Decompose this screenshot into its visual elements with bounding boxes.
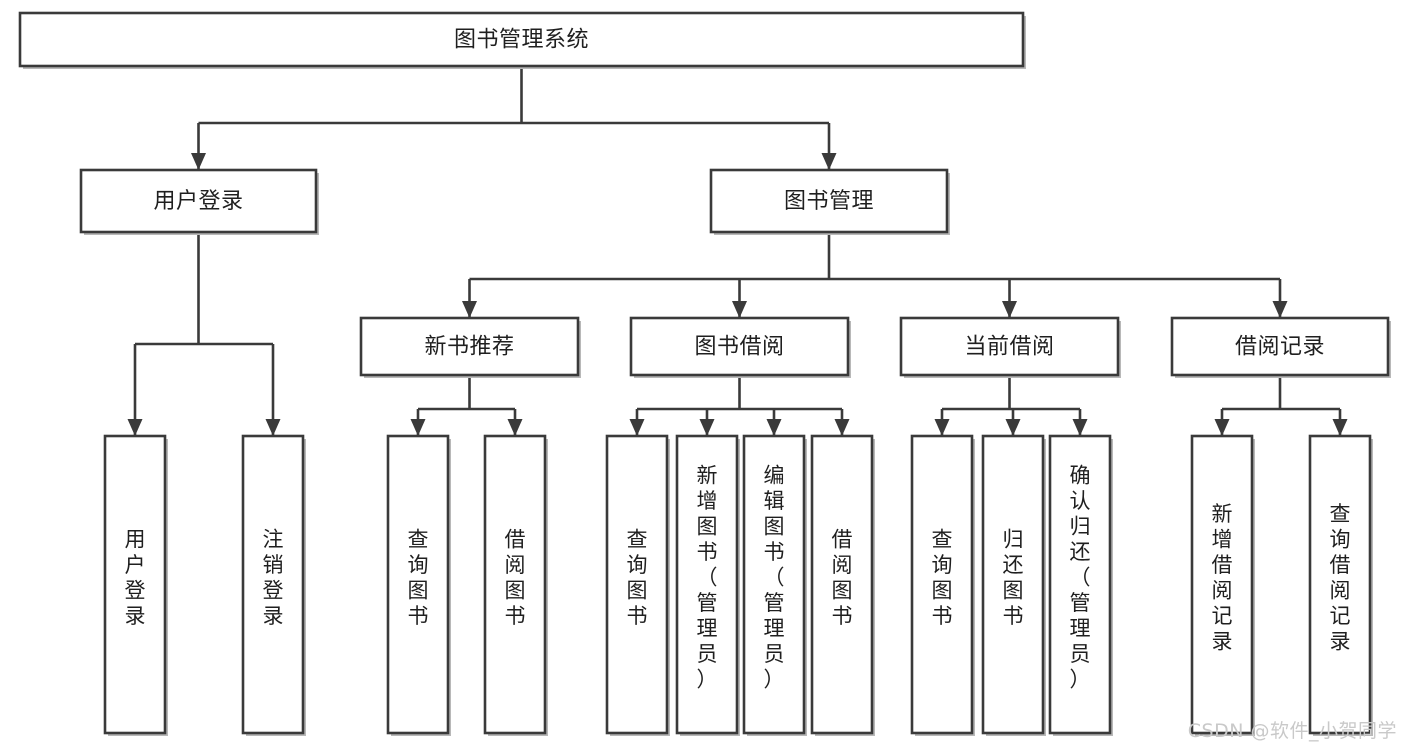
arrow-head-icon bbox=[934, 419, 950, 436]
node-box bbox=[629, 316, 850, 377]
node-current-borrow[interactable]: 当前借阅 bbox=[899, 316, 1121, 378]
node-label: 用户登录 bbox=[125, 527, 146, 628]
arrow-head-icon bbox=[1332, 419, 1348, 436]
edge-group-user-login bbox=[127, 232, 281, 436]
node-label: 查询图书 bbox=[408, 527, 429, 628]
node-box bbox=[810, 434, 874, 735]
edges-layer bbox=[127, 66, 1348, 436]
node-new-book-recommend[interactable]: 新书推荐 bbox=[359, 316, 581, 378]
node-label: 确认归还（管理员） bbox=[1070, 464, 1091, 692]
watermark-label: CSDN @软件_小贺同学 bbox=[1187, 720, 1397, 742]
node-leaf-return-book[interactable]: 归还图书 bbox=[981, 434, 1046, 736]
arrow-head-icon bbox=[821, 153, 837, 170]
node-box bbox=[386, 434, 450, 735]
node-user-login[interactable]: 用户登录 bbox=[79, 168, 319, 235]
arrow-head-icon bbox=[1005, 419, 1021, 436]
arrow-head-icon bbox=[127, 419, 143, 436]
node-label: 新增图书（管理员） bbox=[697, 464, 718, 692]
node-box bbox=[981, 434, 1045, 735]
node-box bbox=[675, 434, 739, 735]
node-label: 借阅图书 bbox=[505, 527, 526, 628]
arrow-head-icon bbox=[1072, 419, 1088, 436]
node-label: 图书管理 bbox=[784, 189, 874, 214]
arrow-head-icon bbox=[191, 153, 206, 170]
node-box bbox=[605, 434, 669, 735]
arrow-head-icon bbox=[410, 419, 426, 436]
node-label: 用户登录 bbox=[153, 189, 243, 214]
arrow-head-icon bbox=[766, 419, 782, 436]
node-leaf-query-borrow-record[interactable]: 查询借阅记录 bbox=[1308, 434, 1373, 736]
node-leaf-add-book-admin[interactable]: 新增图书（管理员） bbox=[675, 434, 740, 736]
arrow-head-icon bbox=[1002, 301, 1017, 318]
node-label: 图书管理系统 bbox=[454, 28, 589, 53]
edge-group-current-borrow bbox=[934, 375, 1088, 436]
node-label: 借阅图书 bbox=[832, 527, 853, 628]
node-leaf-edit-book-admin[interactable]: 编辑图书（管理员） bbox=[742, 434, 807, 736]
node-box bbox=[899, 316, 1120, 377]
node-label: 当前借阅 bbox=[964, 335, 1054, 360]
node-box bbox=[241, 434, 305, 735]
node-box bbox=[1308, 434, 1372, 735]
nodes-layer: 图书管理系统用户登录图书管理新书推荐图书借阅当前借阅借阅记录用户登录注销登录查询… bbox=[18, 11, 1391, 736]
node-book-borrow[interactable]: 图书借阅 bbox=[629, 316, 851, 378]
node-leaf-borrow-book[interactable]: 借阅图书 bbox=[810, 434, 875, 736]
node-box bbox=[18, 11, 1025, 68]
arrow-head-icon bbox=[699, 419, 715, 436]
arrow-head-icon bbox=[1214, 419, 1230, 436]
node-root[interactable]: 图书管理系统 bbox=[18, 11, 1026, 69]
node-book-management[interactable]: 图书管理 bbox=[709, 168, 950, 235]
node-borrow-record[interactable]: 借阅记录 bbox=[1170, 316, 1391, 378]
arrow-head-icon bbox=[732, 301, 747, 318]
node-leaf-confirm-return-admin[interactable]: 确认归还（管理员） bbox=[1048, 434, 1113, 736]
node-box bbox=[359, 316, 580, 377]
edge-group-root bbox=[191, 66, 837, 170]
node-leaf-logout[interactable]: 注销登录 bbox=[241, 434, 306, 736]
node-leaf-query-book-current[interactable]: 查询图书 bbox=[910, 434, 975, 736]
node-leaf-user-login[interactable]: 用户登录 bbox=[103, 434, 168, 736]
arrow-head-icon bbox=[1272, 301, 1288, 318]
node-label: 查询图书 bbox=[627, 527, 648, 628]
node-label: 查询借阅记录 bbox=[1330, 502, 1351, 654]
node-label: 新书推荐 bbox=[424, 335, 514, 360]
node-box bbox=[79, 168, 318, 234]
node-box bbox=[709, 168, 949, 234]
node-box bbox=[1190, 434, 1254, 735]
edge-group-book-borrow bbox=[629, 375, 850, 436]
edge-group-new-book-recommend bbox=[410, 375, 523, 436]
node-box bbox=[742, 434, 806, 735]
node-box bbox=[910, 434, 974, 735]
node-leaf-add-borrow-record[interactable]: 新增借阅记录 bbox=[1190, 434, 1255, 736]
node-label: 新增借阅记录 bbox=[1212, 502, 1233, 654]
node-leaf-query-book-borrow[interactable]: 查询图书 bbox=[605, 434, 670, 736]
node-label: 注销登录 bbox=[263, 527, 284, 628]
arrow-head-icon bbox=[265, 419, 281, 436]
arrow-head-icon bbox=[629, 419, 645, 436]
node-label: 归还图书 bbox=[1003, 527, 1024, 628]
edge-group-book-management bbox=[462, 232, 1288, 318]
node-box bbox=[103, 434, 167, 735]
node-box bbox=[1170, 316, 1390, 377]
arrow-head-icon bbox=[462, 301, 477, 318]
arrow-head-icon bbox=[834, 419, 850, 436]
node-box bbox=[1048, 434, 1112, 735]
node-label: 借阅记录 bbox=[1235, 335, 1325, 360]
node-leaf-query-book-recommend[interactable]: 查询图书 bbox=[386, 434, 451, 736]
node-leaf-borrow-book-recommend[interactable]: 借阅图书 bbox=[483, 434, 548, 736]
node-label: 查询图书 bbox=[932, 527, 953, 628]
node-label: 图书借阅 bbox=[694, 335, 784, 360]
node-label: 编辑图书（管理员） bbox=[764, 464, 785, 692]
edge-group-borrow-record bbox=[1214, 375, 1348, 436]
node-box bbox=[483, 434, 547, 735]
arrow-head-icon bbox=[507, 419, 523, 436]
